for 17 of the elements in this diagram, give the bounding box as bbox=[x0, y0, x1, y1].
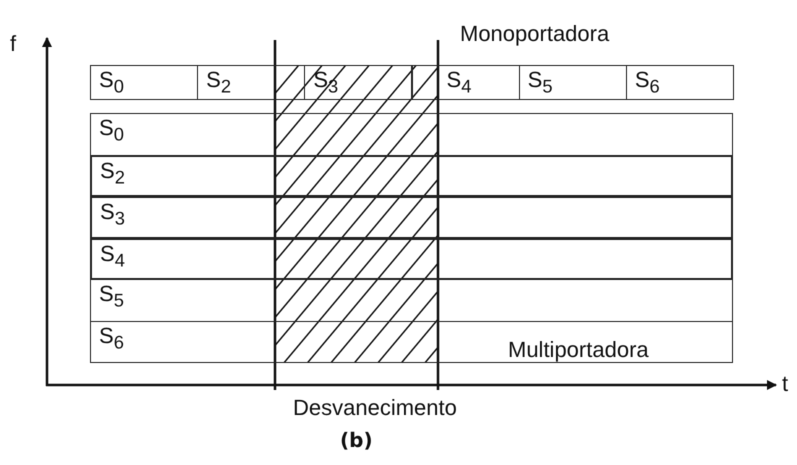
annotation: Multiportadora bbox=[508, 338, 649, 362]
symbol-slot: S$_{0}$ bbox=[90, 65, 198, 100]
symbol-slot: S$_{3}$ bbox=[304, 65, 412, 100]
subcarrier-row: S$_{3}$ bbox=[90, 196, 733, 238]
subcarrier-row: S$_{4}$ bbox=[90, 238, 733, 280]
axis-label: t bbox=[782, 372, 788, 396]
annotation: Desvanecimento bbox=[293, 396, 457, 420]
symbol-slot: S$_{2}$ bbox=[197, 65, 306, 100]
subcarrier-row: S$_{0}$ bbox=[90, 113, 733, 156]
caption: (b) bbox=[340, 428, 373, 452]
symbol-slot: S$_{4}$ bbox=[412, 65, 520, 100]
symbol-slot: S$_{5}$ bbox=[518, 65, 627, 100]
annotation: Monoportadora bbox=[460, 22, 610, 46]
axis-label: f bbox=[10, 32, 16, 56]
subcarrier-row: S$_{5}$ bbox=[90, 279, 733, 322]
symbol-slot: S$_{6}$ bbox=[626, 65, 734, 100]
subcarrier-row: S$_{2}$ bbox=[90, 154, 733, 197]
